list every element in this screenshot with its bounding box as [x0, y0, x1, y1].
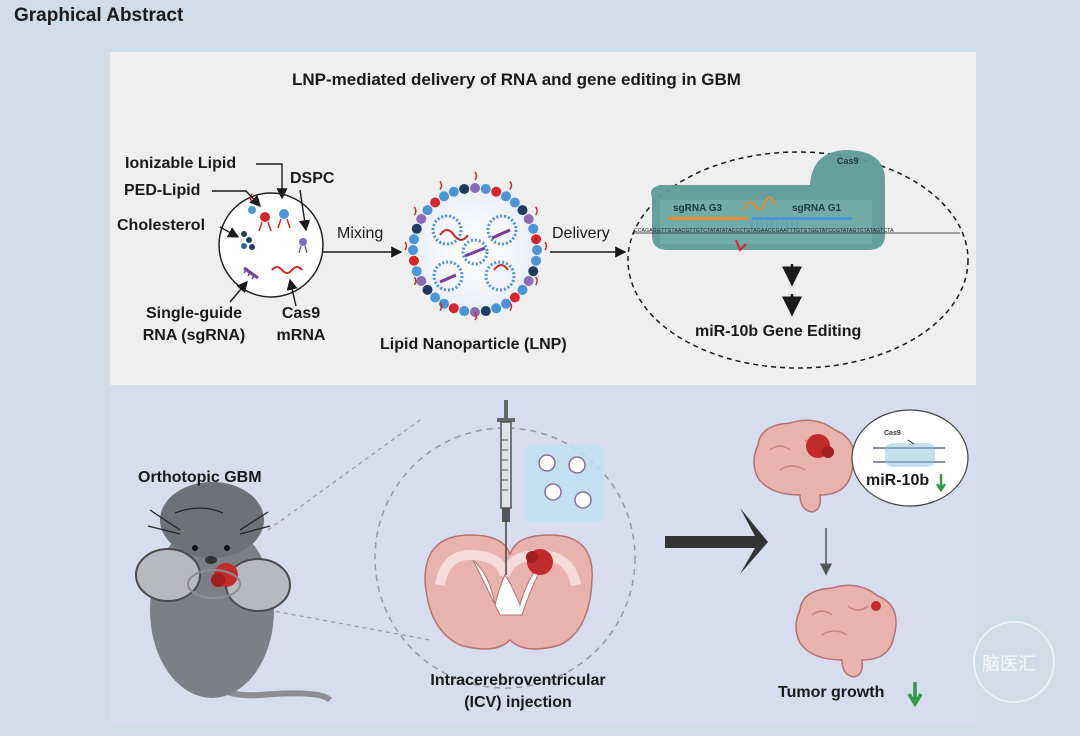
ped-lipid-label: PED-Lipid	[124, 182, 201, 199]
sgrna-g3-label: sgRNA G3	[673, 203, 723, 214]
inset-cas9-label: Cas9	[884, 430, 901, 437]
lipid-headgroup	[430, 197, 441, 208]
lnp-label: Lipid Nanoparticle (LNP)	[380, 336, 567, 353]
lipid-headgroup	[517, 284, 528, 295]
mir-10b-inset	[851, 409, 969, 507]
sgrna-g1-label: sgRNA G1	[792, 203, 842, 214]
mouse-illustration	[135, 482, 333, 703]
peg-tail	[535, 206, 538, 216]
cas9-mrna-label: Cas9 mRNA	[268, 303, 334, 347]
mir-10b-label: miR-10b	[866, 472, 930, 489]
watermark-logo	[973, 621, 1055, 703]
lipid-headgroup	[531, 255, 542, 266]
lipid-headgroup	[416, 276, 427, 286]
dna-sequence: CCAGAGGTTGTAACGTTGTCTATATATACCCTGTAGAACC…	[634, 228, 894, 234]
big-arrow-icon	[665, 508, 768, 574]
lipid-headgroup	[501, 191, 511, 202]
tumor-growth-label: Tumor growth	[778, 684, 885, 701]
lipid-headgroup	[448, 303, 459, 314]
icv-injection-label-line1: Intracerebroventricular	[430, 672, 606, 689]
lipid-headgroup	[480, 306, 491, 317]
icv-injection-label-line2: (ICV) injection	[464, 694, 572, 711]
ionizable-lipid-label: Ionizable Lipid	[125, 155, 237, 172]
lnp-solution-box	[524, 444, 604, 522]
lipid-headgroup	[532, 245, 542, 255]
sgrna-label-line1: Single-guide	[146, 305, 242, 322]
lipid-headgroup	[528, 266, 539, 277]
cas9-mrna-label-line2: mRNA	[276, 327, 326, 344]
lipid-headgroup	[422, 284, 433, 295]
lipid-headgroup	[501, 298, 511, 309]
panel-title: LNP-mediated delivery of RNA and gene ed…	[292, 70, 741, 89]
graphical-abstract-title: Graphical Abstract	[14, 5, 184, 26]
lipid-headgroup	[416, 214, 427, 224]
watermark-text: 脑医汇	[982, 654, 1036, 674]
peg-tail	[535, 276, 538, 286]
peg-tail	[439, 302, 443, 312]
mixing-label: Mixing	[337, 225, 384, 242]
lipid-headgroup	[470, 183, 480, 193]
lipid-headgroup	[480, 183, 491, 194]
lipid-headgroup	[523, 276, 534, 286]
lipid-headgroup	[509, 197, 520, 208]
peg-tail	[544, 241, 548, 251]
lipid-headgroup	[422, 205, 433, 216]
sgrna-label: Single-guide RNA (sgRNA)	[134, 303, 254, 347]
lipid-headgroup	[491, 186, 502, 197]
lipid-headgroup	[523, 214, 534, 224]
peg-tail	[509, 180, 513, 190]
peg-tail	[509, 302, 513, 312]
lipid-headgroup	[411, 223, 422, 234]
peg-tail	[404, 241, 408, 251]
peg-tail	[474, 171, 478, 181]
cholesterol-label: Cholesterol	[117, 217, 206, 234]
lipid-headgroup	[509, 292, 520, 303]
mir-down-arrow-icon	[935, 474, 947, 493]
brain-tumor-icon	[753, 419, 855, 513]
delivery-label: Delivery	[552, 225, 610, 242]
lipid-headgroup	[439, 191, 449, 202]
dspc-label: DSPC	[290, 170, 335, 187]
brain-reduced-tumor-icon	[795, 584, 897, 678]
lipid-headgroup	[408, 255, 419, 266]
cas9-protein-label: Cas9	[837, 156, 859, 166]
tumor-down-arrow-icon	[907, 682, 923, 708]
lipid-headgroup	[408, 234, 419, 245]
lipid-headgroup	[411, 266, 422, 277]
syringe-icon	[497, 400, 515, 575]
lipid-headgroup	[430, 292, 441, 303]
lnp-components-circle	[218, 192, 324, 298]
cas9-mrna-label-line1: Cas9	[281, 305, 321, 322]
peg-tail	[439, 180, 443, 190]
peg-tail	[474, 311, 478, 321]
icv-injection-label: Intracerebroventricular (ICV) injection	[400, 670, 636, 714]
lipid-headgroup	[531, 234, 542, 245]
gene-editing-ellipse	[627, 150, 969, 369]
lipid-headgroup	[491, 303, 502, 314]
lipid-nanoparticle	[404, 171, 548, 321]
brain-section	[424, 534, 593, 650]
lipid-headgroup	[517, 205, 528, 216]
lipid-headgroup	[528, 223, 539, 234]
orthotopic-gbm-label: Orthotopic GBM	[138, 469, 262, 486]
zoom-circle	[374, 427, 636, 689]
peg-tail	[413, 276, 417, 286]
lipid-headgroup	[459, 306, 470, 317]
peg-tail	[413, 206, 417, 216]
gene-editing-label: miR-10b Gene Editing	[695, 323, 862, 340]
lipid-headgroup	[448, 186, 459, 197]
sgrna-label-line2: RNA (sgRNA)	[142, 327, 246, 344]
lipid-headgroup	[459, 183, 470, 194]
lipid-headgroup	[408, 245, 418, 255]
